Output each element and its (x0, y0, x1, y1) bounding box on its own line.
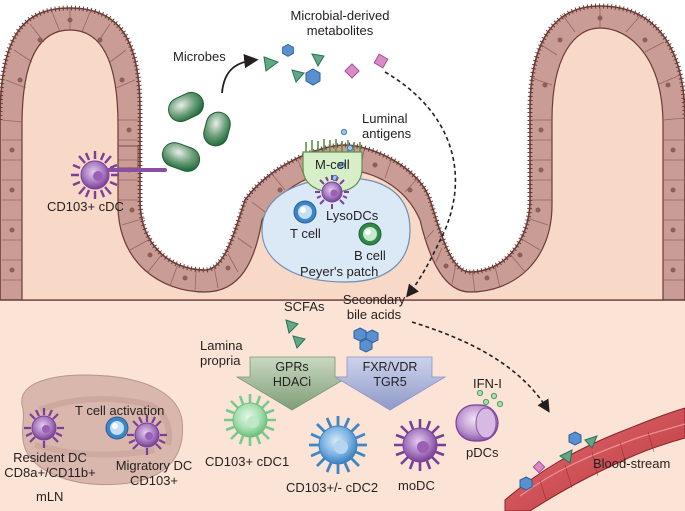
scfa-shapes (285, 319, 306, 349)
microbes-group (161, 91, 231, 172)
metabolites-label: Microbial-derived metabolites (290, 8, 390, 38)
gprs-hdaci-label: GPRs HDACi (272, 360, 312, 389)
resident-dc-label: Resident DC CD8a+/CD11b+ (4, 450, 96, 480)
migratory-dc-label: Migratory DC CD103+ (115, 458, 193, 488)
luminal-antigen-dots (331, 128, 354, 182)
microbes-label: Microbes (173, 49, 226, 64)
lyso-dcs-label: LysoDCs (326, 208, 379, 223)
lyso-dc-cell (315, 175, 349, 209)
blood-vessel (504, 407, 685, 511)
mln-lymph-node (21, 374, 184, 486)
metabolites-to-bile-acids-arrow (384, 71, 457, 298)
secondary-bile-acids-label: Secondary bile acids (342, 292, 406, 322)
gprs-hdaci-arrow (235, 356, 350, 411)
b-cell-in-patch (358, 222, 382, 246)
cdc2-cell (309, 416, 367, 474)
fxr-vdr-label: FXR/VDR TGR5 (362, 360, 418, 389)
scfas-label: SCFAs (284, 299, 325, 314)
cdc2-label: CD103+/- cDC2 (286, 480, 379, 495)
pdc-cell (455, 404, 499, 442)
modc-cell (394, 419, 446, 471)
modc-label: moDC (398, 478, 435, 493)
metabolite-shapes (263, 43, 389, 86)
cd103-cdc-label: CD103+ cDC (47, 199, 124, 214)
pdcs-label: pDCs (466, 445, 499, 460)
peyers-patch-label: Peyer's patch (300, 264, 379, 279)
blood-stream-label: Blood-stream (593, 456, 671, 471)
luminal-antigens-label: Luminal antigens (362, 111, 412, 141)
migratory-dc-cell (127, 415, 167, 455)
b-cell-label: B cell (354, 248, 386, 263)
fxr-vdr-arrow (333, 356, 447, 411)
ifn-i-dots (476, 389, 504, 408)
bile-acid-shapes (353, 327, 379, 353)
t-cell-label: T cell (290, 226, 321, 241)
bile-acids-to-blood-arrow (411, 321, 550, 413)
enterocyte-cells (1, 8, 685, 293)
microbes-to-metabolites-arrow (221, 53, 259, 94)
ifn-i-label: IFN-I (473, 376, 502, 391)
cdc1-label: CD103+ cDC1 (205, 454, 290, 469)
t-cell-in-patch (293, 200, 317, 224)
mln-label: mLN (36, 489, 64, 504)
cdc1-cell (224, 394, 276, 446)
m-cell-label: M-cell (315, 157, 350, 172)
t-cell-activation-cell (105, 416, 129, 440)
lamina-propria-label: Lamina propria (200, 338, 243, 368)
cd103-cdc-cell (71, 151, 119, 199)
t-cell-activation-label: T cell activation (75, 403, 165, 418)
resident-dc-cell (24, 408, 64, 448)
